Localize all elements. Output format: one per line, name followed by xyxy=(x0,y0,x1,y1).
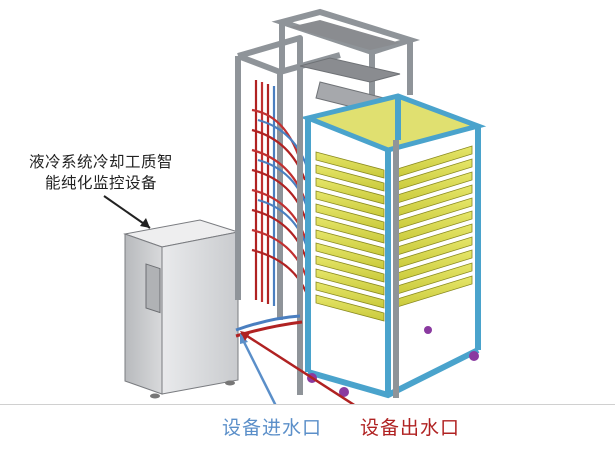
callout-line-1: 液冷系统冷却工质智 xyxy=(28,153,173,171)
tray-stack xyxy=(315,145,473,322)
outlet-pointer xyxy=(240,331,357,405)
rack xyxy=(297,93,487,399)
outlet-label: 设备出水口 xyxy=(360,417,461,439)
caster-wheels xyxy=(307,326,479,397)
callout-line-2: 能纯化监控设备 xyxy=(44,174,157,192)
device-callout: 液冷系统冷却工质智 能纯化监控设备 xyxy=(6,152,196,194)
callout-arrow xyxy=(103,195,151,229)
inlet-label: 设备进水口 xyxy=(222,417,323,439)
illustration xyxy=(103,8,487,405)
purification-device xyxy=(123,219,239,399)
overhead-frame xyxy=(271,8,421,119)
divider-line xyxy=(0,404,615,405)
